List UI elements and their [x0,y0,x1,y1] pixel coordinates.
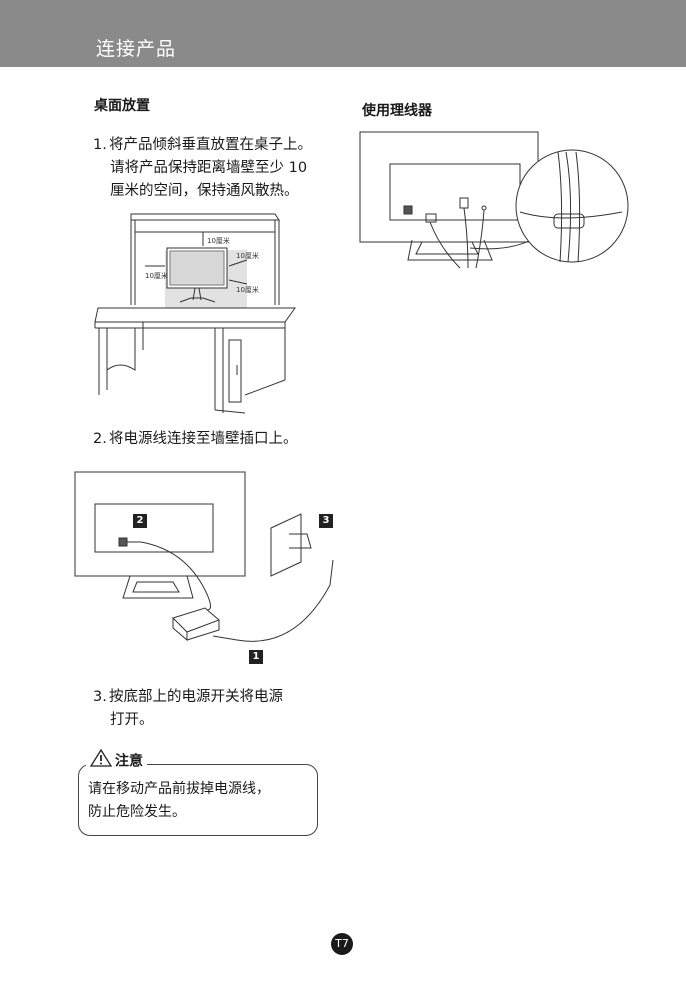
caution-title: 注意 [115,753,143,770]
section-title-cable-holder: 使用理线器 [362,103,432,119]
step-3-number: 3. [93,689,107,705]
caution-line1: 请在移动产品前拔掉电源线， [88,781,270,797]
caution-text: 请在移动产品前拔掉电源线， 防止危险发生。 [88,778,318,824]
cable-holder-illustration [359,131,629,269]
desk-label-left: 10厘米 [145,271,168,280]
step-1: 1.将产品倾斜垂直放置在桌子上。 请将产品保持距离墙壁至少 10 厘米的空间，保… [93,134,312,203]
step-2-number: 2. [93,431,107,447]
step-1-number: 1. [93,137,107,153]
section-title-desk: 桌面放置 [94,98,150,114]
step-1-line2: 请将产品保持距离墙壁至少 10 [110,160,308,176]
badge-1: 1 [249,650,263,664]
power-connection-illustration: 2 3 1 [74,471,334,664]
badge-2: 2 [133,514,147,528]
badge-3: 3 [319,514,333,528]
caution-heading: 注意 [86,748,147,774]
step-1-line1: 将产品倾斜垂直放置在桌子上。 [109,137,312,153]
desk-illustration: 10厘米 10厘米 10厘米 10厘米 [94,213,296,414]
page-number: T7 [331,933,353,955]
step-2-line1: 将电源线连接至墙壁插口上。 [109,431,298,447]
desk-label-right-top: 10厘米 [236,251,259,260]
desk-label-top: 10厘米 [207,236,230,245]
step-2: 2.将电源线连接至墙壁插口上。 [93,428,298,451]
desk-label-right-bottom: 10厘米 [236,285,259,294]
header-bar: 连接产品 [0,0,686,67]
step-3: 3.按底部上的电源开关将电源 打开。 [93,686,283,732]
step-3-line1: 按底部上的电源开关将电源 [109,689,283,705]
page-title: 连接产品 [96,38,177,60]
caution-box [78,764,318,836]
caution-line2: 防止危险发生。 [88,804,186,820]
step-3-line2: 打开。 [110,712,154,728]
warning-triangle-icon [89,748,113,774]
step-1-line3: 厘米的空间，保持通风散热。 [110,183,299,199]
